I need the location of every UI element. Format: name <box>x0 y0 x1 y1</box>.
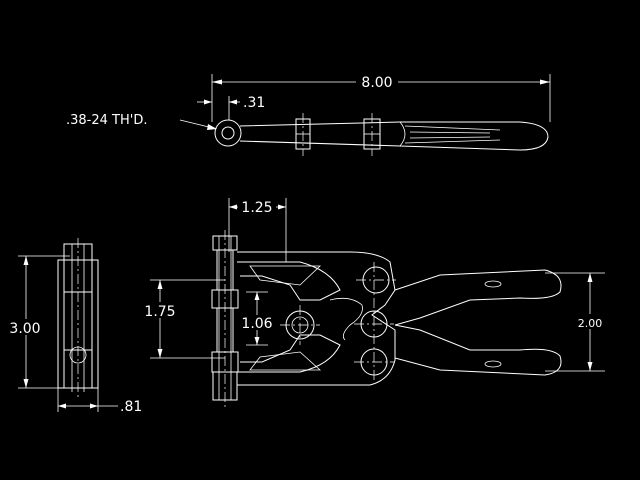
dim-inner-height: 1.06 <box>238 291 276 346</box>
dim-side-height: 3.00 <box>4 255 70 389</box>
side-view: 3.00 .81 <box>4 238 142 415</box>
dim-thread-offset-label: .31 <box>243 95 265 111</box>
threaded-hole <box>221 126 235 140</box>
dim-top-offset-label: 1.25 <box>241 200 272 216</box>
front-view: 1.25 1.75 1.06 <box>140 198 607 408</box>
handles <box>394 269 562 376</box>
thread-callout-label: .38-24 TH'D. <box>66 113 147 128</box>
dim-side-width: .81 <box>57 388 142 415</box>
dim-overall-length-label: 8.00 <box>361 75 392 91</box>
dim-overall-length: 8.00 <box>212 72 550 91</box>
dim-inner-height-label: 1.06 <box>241 316 272 332</box>
dim-side-height-label: 3.00 <box>9 321 40 337</box>
dim-thread-offset: .31 <box>197 95 265 111</box>
threaded-eye <box>214 119 242 147</box>
top-view: 8.00 .31 .38-24 TH'D. <box>66 72 551 156</box>
dim-top-offset: 1.25 <box>228 198 287 262</box>
dim-handle-spread: 2.00 <box>545 272 607 372</box>
dim-opening-height-label: 1.75 <box>144 304 175 320</box>
clamp-body <box>237 251 396 386</box>
dim-side-width-label: .81 <box>120 399 142 415</box>
spindle <box>211 230 239 408</box>
thread-callout: .38-24 TH'D. <box>66 113 217 130</box>
dim-handle-spread-label: 2.00 <box>578 317 603 330</box>
